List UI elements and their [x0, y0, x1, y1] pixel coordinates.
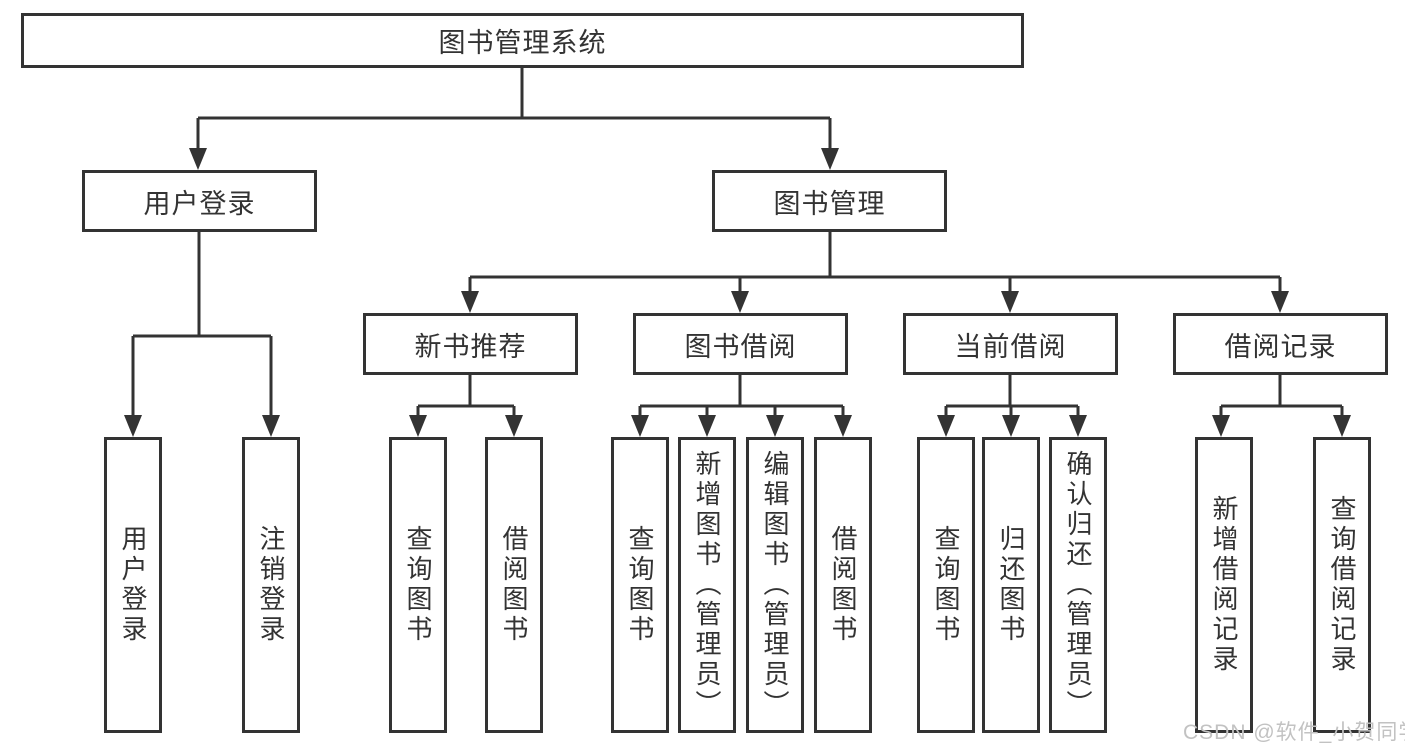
leaf-label: 用户登录	[118, 525, 148, 645]
leaf-query-books-current: 查询图书	[917, 437, 975, 733]
node-label: 借阅记录	[1224, 331, 1337, 362]
leaf-user-login: 用户登录	[104, 437, 162, 733]
leaf-label: 编辑图书（管理员）	[760, 450, 790, 720]
leaf-edit-book-admin: 编辑图书（管理员）	[746, 437, 804, 733]
node-label: 图书借阅	[684, 331, 797, 362]
leaf-label: 确认归还（管理员）	[1063, 450, 1093, 720]
leaf-label: 归还图书	[996, 525, 1026, 645]
node-new-book-recommend: 新书推荐	[363, 313, 578, 375]
node-book-management: 图书管理	[712, 170, 947, 232]
leaf-logout-login: 注销登录	[242, 437, 300, 733]
node-label: 当前借阅	[954, 331, 1067, 362]
node-label: 图书管理系统	[438, 28, 607, 58]
leaf-query-borrow-record: 查询借阅记录	[1313, 437, 1371, 733]
leaf-borrow-books-recommend: 借阅图书	[485, 437, 543, 733]
leaf-label: 借阅图书	[828, 525, 858, 645]
node-label: 用户登录	[143, 188, 256, 219]
leaf-add-borrow-record: 新增借阅记录	[1195, 437, 1253, 733]
node-current-borrow: 当前借阅	[903, 313, 1118, 375]
leaf-label: 注销登录	[256, 525, 286, 645]
leaf-label: 查询图书	[625, 525, 655, 645]
leaf-return-book: 归还图书	[982, 437, 1040, 733]
leaf-label: 查询图书	[403, 525, 433, 645]
node-library-management-system: 图书管理系统	[21, 13, 1024, 68]
node-book-borrow: 图书借阅	[633, 313, 848, 375]
watermark: CSDN @软件_小贺同学	[1183, 721, 1405, 744]
leaf-label: 查询借阅记录	[1327, 495, 1357, 675]
node-user-login: 用户登录	[82, 170, 317, 232]
leaf-label: 新增借阅记录	[1209, 495, 1239, 675]
node-label: 图书管理	[773, 188, 886, 219]
leaf-label: 借阅图书	[499, 525, 529, 645]
node-borrow-records: 借阅记录	[1173, 313, 1388, 375]
leaf-confirm-return-admin: 确认归还（管理员）	[1049, 437, 1107, 733]
leaf-label: 查询图书	[931, 525, 961, 645]
node-label: 新书推荐	[414, 331, 527, 362]
leaf-borrow-books: 借阅图书	[814, 437, 872, 733]
leaf-query-books-recommend: 查询图书	[389, 437, 447, 733]
leaf-label: 新增图书（管理员）	[692, 450, 722, 720]
leaf-query-books-borrow: 查询图书	[611, 437, 669, 733]
leaf-add-book-admin: 新增图书（管理员）	[678, 437, 736, 733]
